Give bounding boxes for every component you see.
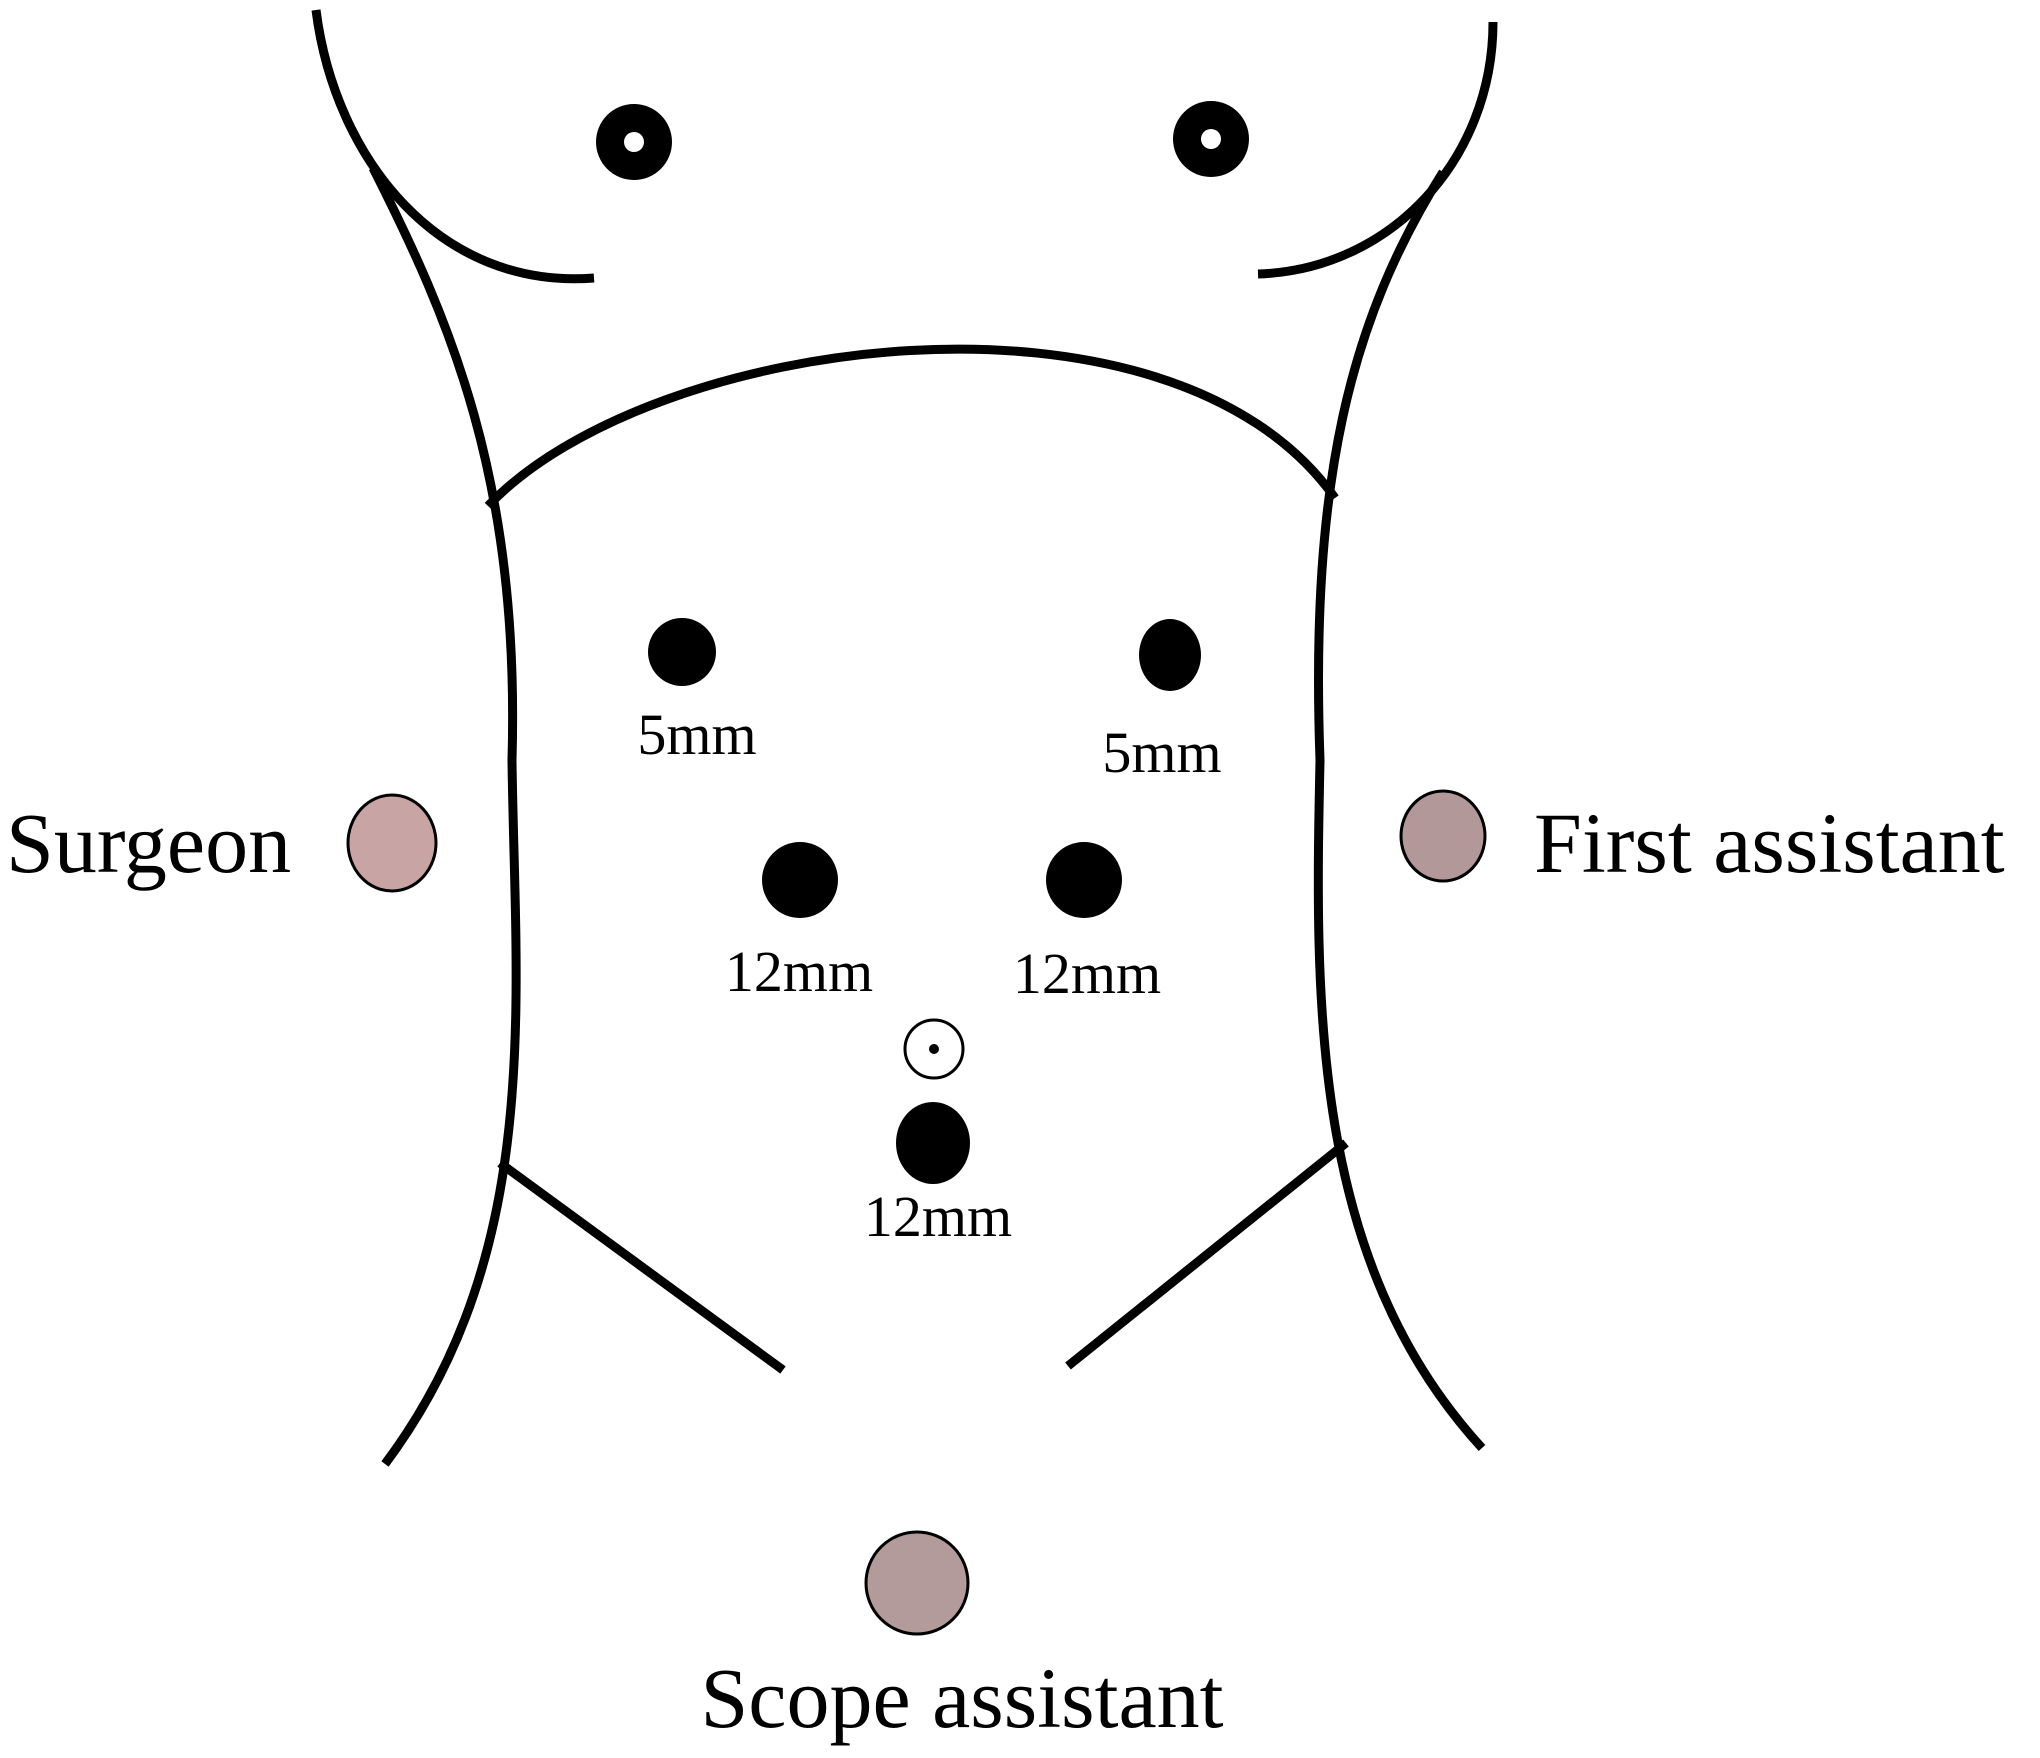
port-marker	[648, 618, 716, 686]
left-flank-outline	[368, 165, 521, 1467]
first-assistant-label: First assistant	[1534, 795, 2005, 891]
port-marker	[896, 1102, 970, 1184]
first-assistant-position: First assistant	[1399, 789, 2005, 891]
port-size-label: 12mm	[725, 939, 873, 1004]
right-nipple-icon	[1173, 101, 1249, 177]
costal-margin-arc	[484, 344, 1339, 510]
port-middle-left: 12mm	[725, 842, 873, 1004]
port-marker	[762, 842, 838, 918]
port-upper-right: 5mm	[1102, 619, 1222, 785]
surgeon-position: Surgeon	[6, 793, 438, 893]
port-size-label: 5mm	[637, 702, 756, 767]
port-marker	[1139, 619, 1201, 691]
left-nipple-icon	[596, 104, 672, 180]
umbilicus-icon	[903, 1018, 965, 1080]
left-breast-outline	[311, 9, 595, 284]
right-flank-outline	[1313, 169, 1486, 1452]
port-marker	[1046, 842, 1122, 918]
right-inguinal-line	[1065, 1139, 1349, 1370]
torso-outline	[311, 9, 1498, 1467]
surgeon-label: Surgeon	[6, 795, 291, 891]
first-assistant-marker	[1399, 789, 1487, 883]
left-inguinal-line	[497, 1159, 786, 1374]
surgeon-marker	[346, 793, 438, 893]
scope-assistant-marker	[864, 1530, 970, 1636]
port-size-label: 5mm	[1102, 720, 1221, 785]
port-lower-center: 12mm	[864, 1102, 1012, 1249]
port-size-label: 12mm	[1013, 941, 1161, 1006]
port-upper-left: 5mm	[637, 618, 757, 767]
scope-assistant-label: Scope assistant	[700, 1650, 1223, 1746]
port-middle-right: 12mm	[1013, 842, 1161, 1006]
scope-assistant-position: Scope assistant	[700, 1530, 1224, 1746]
right-breast-outline	[1257, 21, 1498, 279]
port-size-label: 12mm	[864, 1184, 1012, 1249]
